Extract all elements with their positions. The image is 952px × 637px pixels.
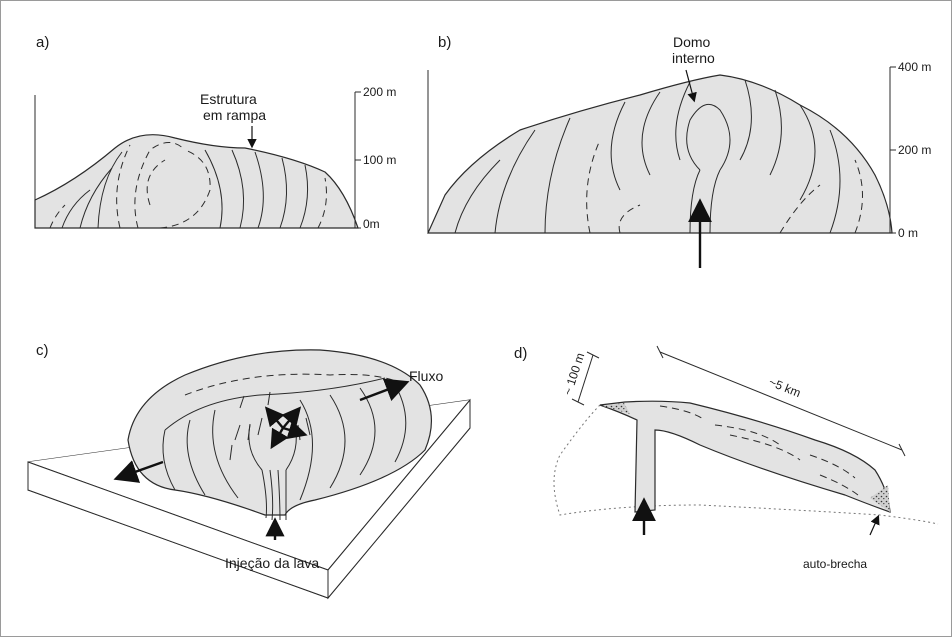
panel-a-scale: 200 m 100 m 0m <box>355 85 396 231</box>
panel-b-scale-mid: 200 m <box>898 143 931 157</box>
panel-d-height-scale: ~ 100 m <box>561 351 599 405</box>
panel-d-label: d) <box>514 345 527 362</box>
panel-b-scale: 400 m 200 m 0 m <box>890 60 931 240</box>
panel-d-height-label: ~ 100 m <box>561 351 588 397</box>
panel-a-scale-mid: 100 m <box>363 153 396 167</box>
panel-d-breccia-annotation: auto-brecha <box>803 517 878 571</box>
panel-b-dome <box>428 70 893 233</box>
panel-b-annotation-line2: interno <box>672 50 715 66</box>
panel-d-length-label: ~5 km <box>767 375 803 400</box>
panel-c-injection-label: Injeção da lava <box>225 555 319 571</box>
panel-a-annotation-line2: em rampa <box>203 107 266 123</box>
panel-c: c) <box>28 342 470 598</box>
panel-c-flow-label: Fluxo <box>409 368 443 384</box>
panel-d: d) ~ 100 m ~5 km a <box>514 345 938 571</box>
panel-a-scale-bottom: 0m <box>363 217 380 231</box>
panel-b-scale-top: 400 m <box>898 60 931 74</box>
panel-b-annotation-line1: Domo <box>673 34 711 50</box>
panel-d-breccia-label: auto-brecha <box>803 557 867 571</box>
panel-a-dome <box>35 95 360 228</box>
panel-c-label: c) <box>36 342 49 359</box>
panel-a-scale-top: 200 m <box>363 85 396 99</box>
panel-a-annotation-line1: Estrutura <box>200 91 257 107</box>
panel-d-flow <box>554 401 938 524</box>
panel-b-scale-bottom: 0 m <box>898 226 918 240</box>
panel-b: b) Domo interno <box>428 34 931 268</box>
panel-a: a) Estrutura em rampa <box>35 34 396 231</box>
panel-a-label: a) <box>36 34 49 51</box>
panel-a-annotation: Estrutura em rampa <box>200 91 266 146</box>
panel-b-label: b) <box>438 34 451 51</box>
